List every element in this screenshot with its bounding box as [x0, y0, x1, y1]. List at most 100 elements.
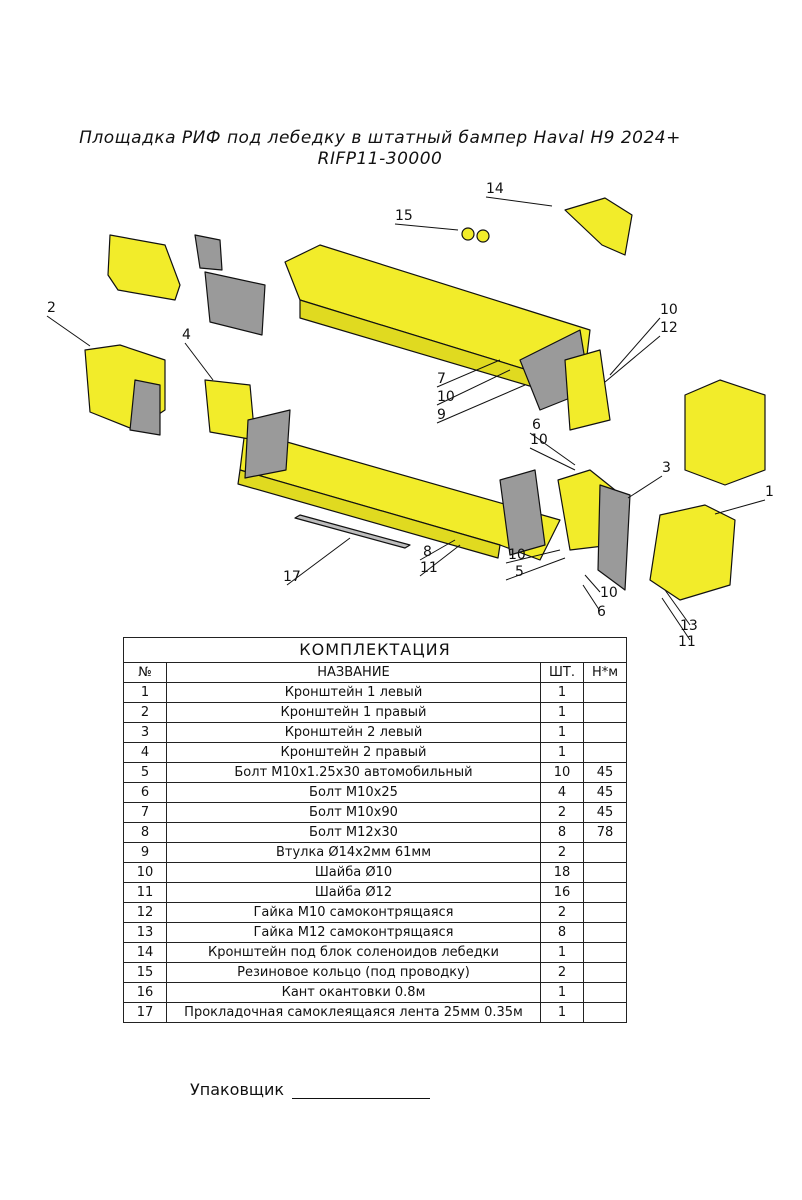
callout: 12 — [660, 320, 678, 336]
cell-torque — [583, 922, 627, 943]
signature-line — [292, 1084, 431, 1099]
cell-num: 1 — [123, 682, 167, 703]
bracket-1 — [649, 504, 736, 601]
cell-name: Шайба Ø12 — [166, 882, 541, 903]
cell-num: 6 — [123, 782, 167, 803]
cell-qty: 10 — [540, 762, 584, 783]
cell-qty: 2 — [540, 962, 584, 983]
bracket-top-left — [107, 234, 181, 301]
cell-num: 16 — [123, 982, 167, 1003]
plate-top-left — [194, 234, 223, 271]
cell-qty: 1 — [540, 942, 584, 963]
cell-name: Болт М10х90 — [166, 802, 541, 823]
callout: 3 — [662, 460, 671, 476]
bracket-far-right — [684, 379, 766, 486]
callout: 15 — [395, 208, 413, 224]
packer-signature: Упаковщик — [190, 1080, 431, 1099]
cell-name: Резиновое кольцо (под проводку) — [166, 962, 541, 983]
cell-name: Шайба Ø10 — [166, 862, 541, 883]
callout: 8 — [423, 544, 432, 560]
cell-qty: 1 — [540, 742, 584, 763]
header-num: № — [123, 662, 167, 683]
cell-torque — [583, 902, 627, 923]
adhesive-tape-strip — [294, 514, 411, 549]
cell-num: 3 — [123, 722, 167, 743]
cell-torque: 45 — [583, 802, 627, 823]
cell-torque: 78 — [583, 822, 627, 843]
callout: 10 — [660, 302, 678, 318]
cell-torque — [583, 982, 627, 1003]
callout: 10 — [530, 432, 548, 448]
cell-name: Гайка М12 самоконтрящаяся — [166, 922, 541, 943]
cell-qty: 1 — [540, 982, 584, 1003]
cell-torque — [583, 1002, 627, 1023]
cell-torque — [583, 742, 627, 763]
cell-qty: 4 — [540, 782, 584, 803]
cell-name: Кант окантовки 0.8м — [166, 982, 541, 1003]
solenoid-bracket — [564, 197, 633, 256]
callout: 14 — [486, 181, 504, 197]
cell-qty: 8 — [540, 922, 584, 943]
table-caption: КОМПЛЕКТАЦИЯ — [123, 637, 627, 663]
callout: 9 — [437, 407, 446, 423]
cell-num: 4 — [123, 742, 167, 763]
cell-name: Болт М10х1.25х30 автомобильный — [166, 762, 541, 783]
callout: 10 — [600, 585, 618, 601]
callout: 10 — [437, 389, 455, 405]
cell-num: 7 — [123, 802, 167, 823]
cell-qty: 1 — [540, 682, 584, 703]
callout: 6 — [532, 417, 541, 433]
callout: 5 — [515, 564, 524, 580]
cell-torque: 45 — [583, 782, 627, 803]
cell-name: Болт М12х30 — [166, 822, 541, 843]
plate-top-left-2 — [204, 271, 266, 336]
bracket-right-upper — [564, 349, 611, 431]
packer-label: Упаковщик — [190, 1080, 285, 1099]
header-qty: ШТ. — [540, 662, 584, 683]
cell-qty: 2 — [540, 902, 584, 923]
cell-name: Болт М10х25 — [166, 782, 541, 803]
cell-name: Кронштейн 2 правый — [166, 742, 541, 763]
plate-lower-center — [499, 469, 546, 556]
callout: 2 — [47, 300, 56, 316]
callout: 10 — [508, 547, 526, 563]
cell-num: 10 — [123, 862, 167, 883]
cell-torque — [583, 882, 627, 903]
exploded-assembly-drawing: 14 15 2 4 10 12 7 10 9 6 10 3 1 17 8 11 … — [46, 181, 774, 650]
cell-name: Втулка Ø14х2мм 61мм — [166, 842, 541, 863]
rubber-ring — [476, 229, 490, 243]
cell-name: Кронштейн 1 левый — [166, 682, 541, 703]
rubber-ring — [461, 227, 475, 241]
cell-torque — [583, 682, 627, 703]
bracket-3-plate — [597, 484, 631, 591]
cell-num: 17 — [123, 1002, 167, 1023]
callout: 4 — [182, 327, 191, 343]
callout: 7 — [437, 371, 446, 387]
callout-labels: 14 15 2 4 10 12 7 10 9 6 10 3 1 17 8 11 … — [47, 181, 774, 650]
callout: 13 — [680, 618, 698, 634]
cell-num: 5 — [123, 762, 167, 783]
callout: 1 — [765, 484, 774, 500]
cell-torque — [583, 842, 627, 863]
cell-num: 13 — [123, 922, 167, 943]
cell-name: Кронштейн 2 левый — [166, 722, 541, 743]
cell-num: 12 — [123, 902, 167, 923]
header-name: НАЗВАНИЕ — [166, 662, 541, 683]
cell-name: Кронштейн 1 правый — [166, 702, 541, 723]
cell-torque — [583, 862, 627, 883]
cell-torque: 45 — [583, 762, 627, 783]
cell-qty: 18 — [540, 862, 584, 883]
cell-qty: 16 — [540, 882, 584, 903]
